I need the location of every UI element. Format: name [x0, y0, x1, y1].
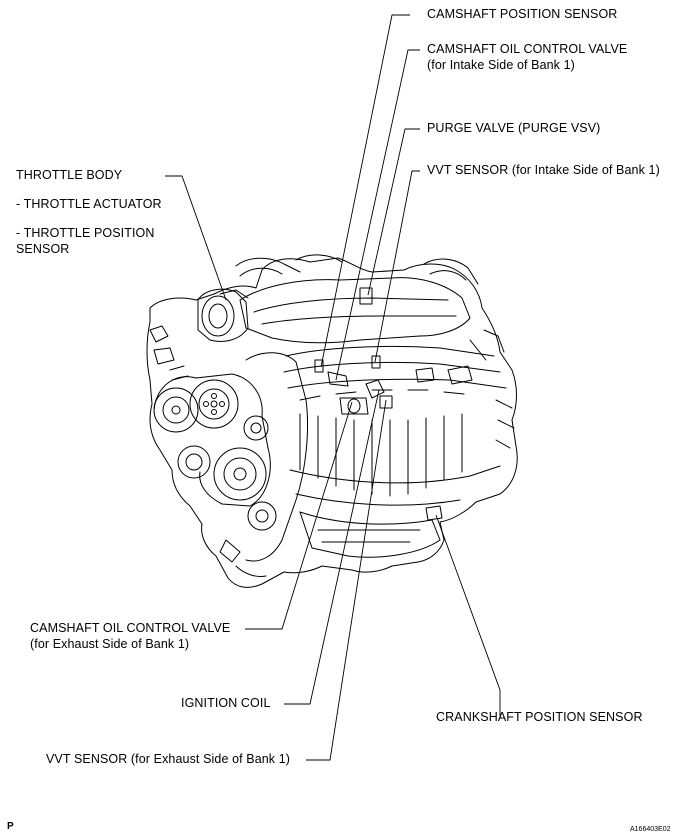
label-camshaft-ocv-exhaust-line2: (for Exhaust Side of Bank 1) [30, 637, 190, 651]
label-vvt-sensor-intake: VVT SENSOR (for Intake Side of Bank 1) [427, 163, 660, 177]
label-camshaft-ocv-intake-line2: (for Intake Side of Bank 1) [427, 58, 575, 72]
label-throttle-position-line2: SENSOR [16, 242, 70, 256]
label-crankshaft-position-sensor: CRANKSHAFT POSITION SENSOR [436, 710, 643, 724]
label-throttle-position-line1: - THROTTLE POSITION [16, 226, 155, 240]
label-throttle-actuator: - THROTTLE ACTUATOR [16, 197, 162, 211]
label-camshaft-position-sensor: CAMSHAFT POSITION SENSOR [427, 7, 618, 21]
figure-code: A166403E02 [630, 826, 671, 833]
label-camshaft-ocv-exhaust-line1: CAMSHAFT OIL CONTROL VALVE [30, 621, 231, 635]
label-purge-valve: PURGE VALVE (PURGE VSV) [427, 121, 601, 135]
label-vvt-sensor-exhaust: VVT SENSOR (for Exhaust Side of Bank 1) [46, 752, 291, 766]
page-mark: P [7, 821, 14, 832]
label-ignition-coil: IGNITION COIL [181, 696, 271, 710]
label-camshaft-ocv-intake-line1: CAMSHAFT OIL CONTROL VALVE [427, 42, 628, 56]
label-throttle-body: THROTTLE BODY [16, 168, 123, 182]
